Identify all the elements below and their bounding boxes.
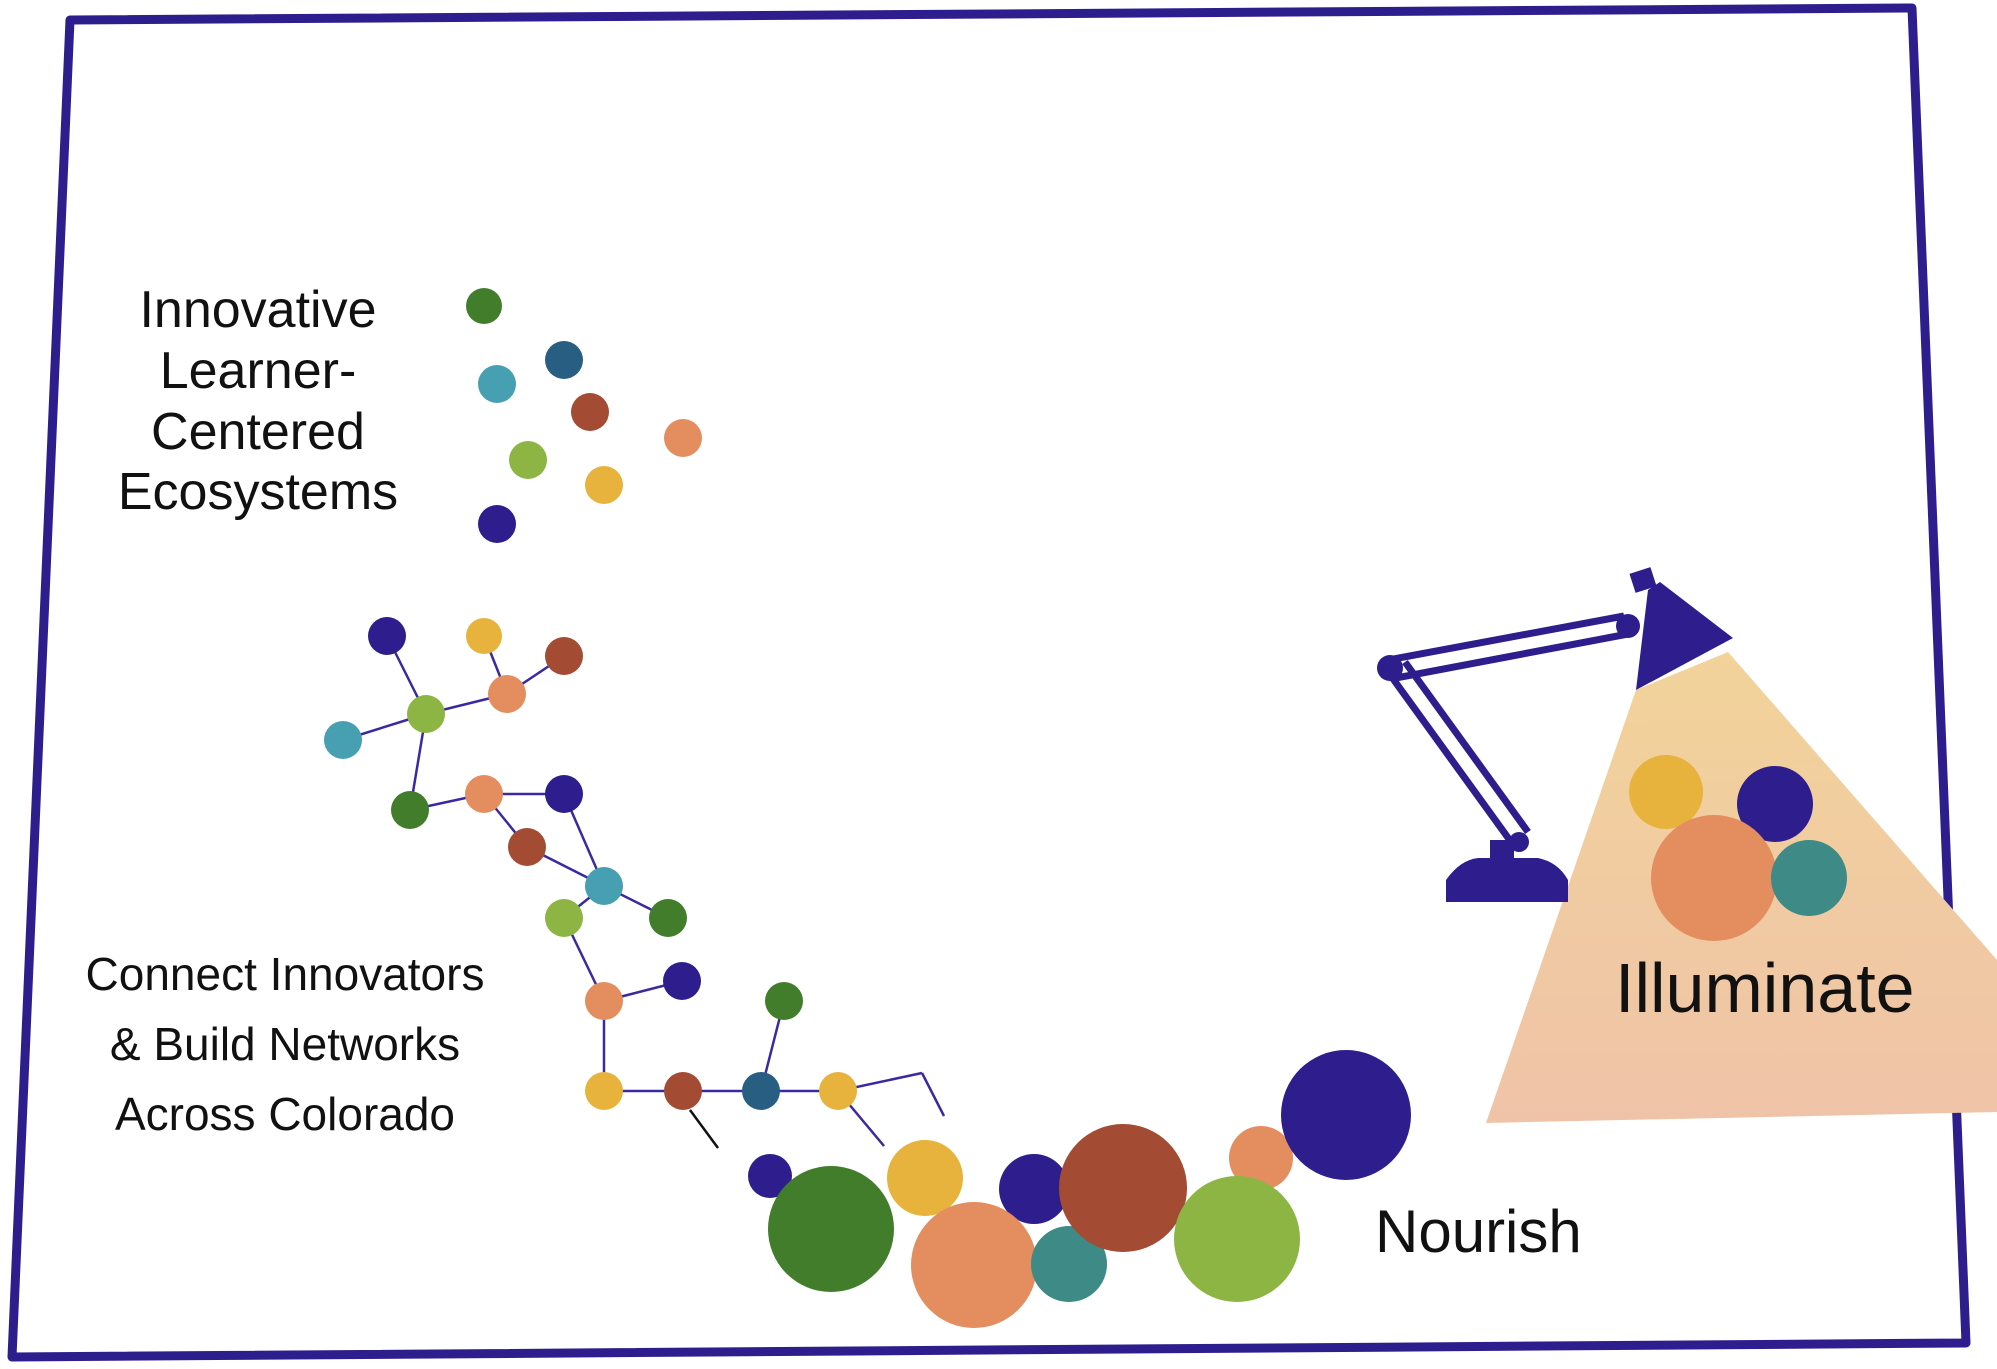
network-node xyxy=(585,1072,623,1110)
nourish-circle xyxy=(768,1166,894,1292)
nourish-circle xyxy=(1229,1126,1293,1190)
label-line: Innovative xyxy=(139,281,377,339)
illuminate-circle xyxy=(1737,766,1813,842)
label-line: Connect Innovators xyxy=(85,948,485,1000)
colorado-outline xyxy=(7,3,1971,1362)
network-node xyxy=(545,637,583,675)
network-node xyxy=(545,899,583,937)
network-node xyxy=(465,775,503,813)
label-line: Ecosystems xyxy=(117,463,399,522)
label-line: Centered xyxy=(151,402,365,461)
dots-group xyxy=(324,288,1847,1328)
network-node xyxy=(466,618,502,654)
network-link xyxy=(688,1109,720,1149)
eco-dot xyxy=(478,505,516,543)
label-line: Across Colorado xyxy=(114,1087,456,1140)
eco-dot xyxy=(585,466,623,504)
network-node xyxy=(664,1072,702,1110)
nourish-circle xyxy=(911,1202,1037,1328)
network-node xyxy=(819,1072,857,1110)
label-illuminate: Illuminate xyxy=(1615,949,1915,1027)
label-line: & Build Networks xyxy=(109,1017,461,1070)
network-node xyxy=(391,791,429,829)
network-node xyxy=(649,899,687,937)
eco-dot xyxy=(478,365,516,403)
network-node xyxy=(508,828,546,866)
network-node xyxy=(742,1072,780,1110)
illuminate-circle xyxy=(1629,755,1703,829)
network-node xyxy=(488,675,526,713)
network-node xyxy=(585,982,623,1020)
network-node xyxy=(585,867,623,905)
eco-dot xyxy=(466,288,502,324)
label-nourish: Nourish xyxy=(1375,1198,1582,1265)
eco-dot xyxy=(571,393,609,431)
nourish-circle xyxy=(999,1154,1069,1224)
illuminate-circle xyxy=(1651,815,1777,941)
eco-dot xyxy=(545,341,583,379)
nourish-circle xyxy=(748,1154,792,1198)
desk-lamp-icon xyxy=(1377,567,1733,902)
network-node xyxy=(545,775,583,813)
network-node xyxy=(407,695,445,733)
eco-dot xyxy=(509,441,547,479)
network-node xyxy=(663,962,701,1000)
network-link xyxy=(920,1072,946,1117)
nourish-circle xyxy=(1059,1124,1187,1252)
network-node xyxy=(324,721,362,759)
nourish-circle xyxy=(1031,1226,1107,1302)
illuminate-circle xyxy=(1771,840,1847,916)
eco-dot xyxy=(664,419,702,457)
nourish-circle xyxy=(887,1140,963,1216)
network-node xyxy=(765,982,803,1020)
nourish-circle xyxy=(1281,1050,1411,1180)
network-node xyxy=(368,617,406,655)
label-line: Learner- xyxy=(159,341,357,400)
nourish-circle xyxy=(1174,1176,1300,1302)
